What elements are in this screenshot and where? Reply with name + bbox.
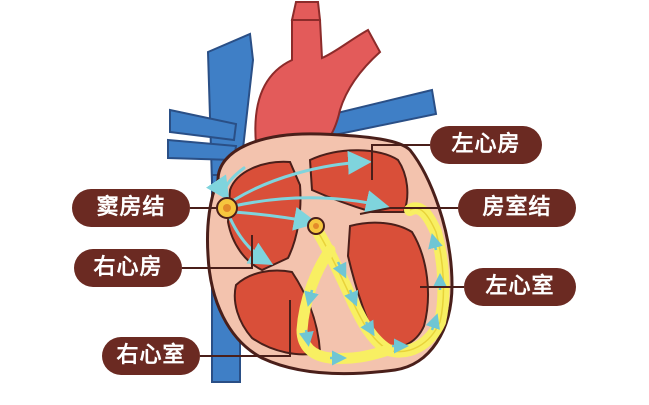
label-atrioventricular-node: 房室结 [458,189,576,227]
aorta [254,1,382,162]
label-right-atrium: 右心房 [74,249,182,287]
signal-arrows [206,150,390,265]
conduction-arrows [298,233,448,366]
label-right-ventricle: 右心室 [102,337,200,375]
sinoatrial-node [216,197,238,219]
left-ventricle-chamber [346,221,429,349]
leader-lines [182,144,464,357]
label-left-ventricle: 左心室 [464,268,576,306]
label-sinoatrial-node: 窦房结 [72,189,190,227]
label-left-atrium: 左心房 [430,126,542,164]
atrioventricular-node [307,217,325,235]
